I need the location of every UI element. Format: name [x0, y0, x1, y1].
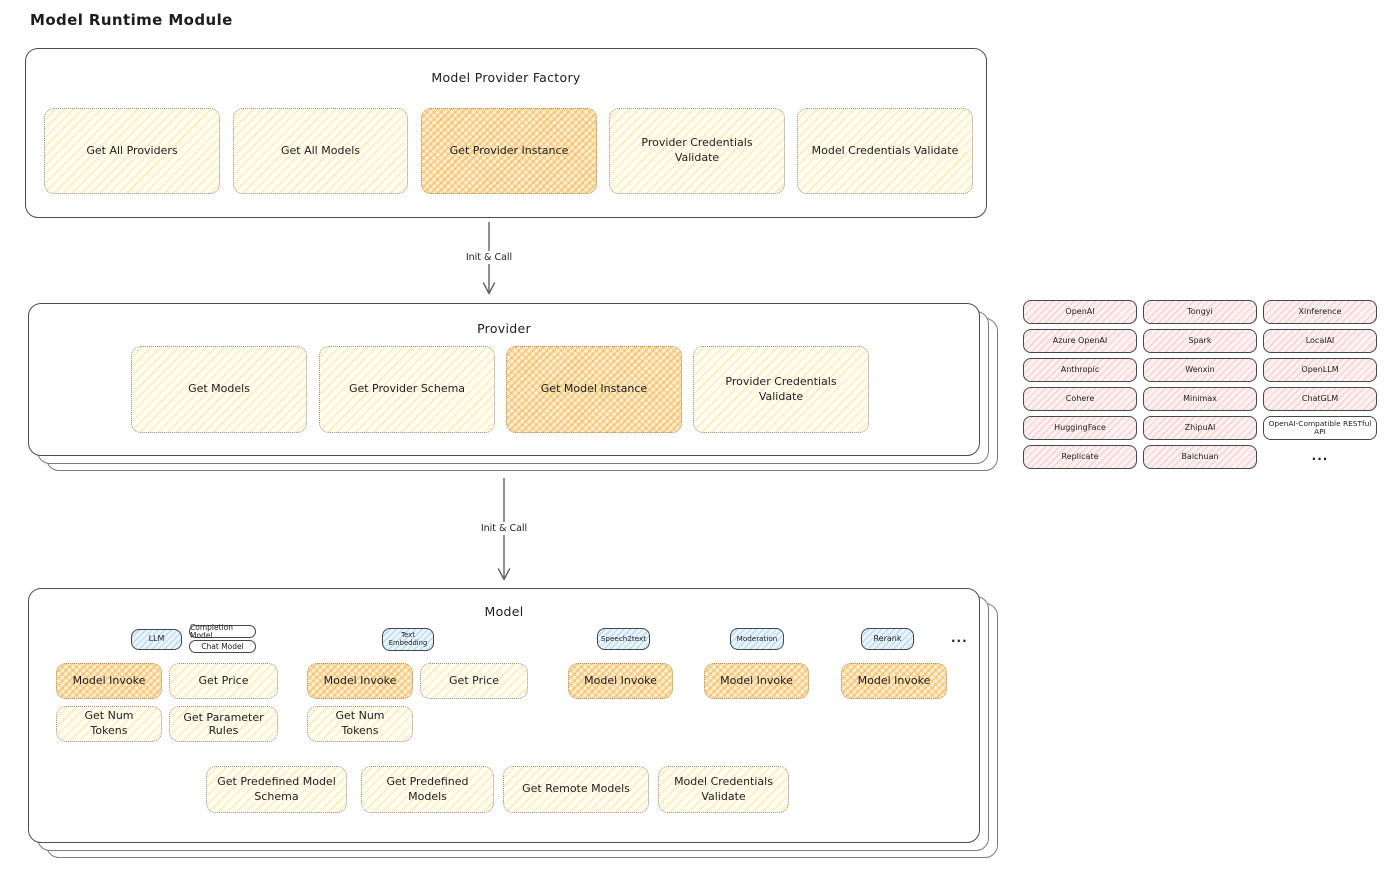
node-get-remote-models: Get Remote Models — [503, 766, 649, 813]
type-box-completion-model: Completion Model — [189, 624, 256, 639]
model-stack: Model LLM Completion Model Chat Model Te… — [28, 588, 998, 858]
factory-title: Model Provider Factory — [431, 70, 581, 85]
node-model-credentials-validate-2: Model Credentials Validate — [658, 766, 789, 813]
provider-chip-anthropic: Anthropic — [1023, 358, 1137, 382]
provider-chip-openai: OpenAI — [1023, 300, 1137, 324]
provider-panel: Provider Get Models Get Provider Schema … — [28, 303, 980, 456]
node-get-all-providers: Get All Providers — [44, 108, 220, 194]
node-llm-model-invoke: Model Invoke — [56, 663, 162, 699]
provider-chip-openllm: OpenLLM — [1263, 358, 1377, 382]
node-provider-credentials-validate: Provider Credentials Validate — [609, 108, 785, 194]
node-speech2text-model-invoke: Model Invoke — [568, 663, 673, 699]
provider-chip-xinference: Xinference — [1263, 300, 1377, 324]
provider-list: OpenAI Tongyi Xinference Azure OpenAI Sp… — [1023, 300, 1377, 469]
node-llm-get-num-tokens: Get Num Tokens — [56, 706, 162, 742]
type-pill-llm: LLM — [131, 629, 182, 650]
model-panel: Model LLM Completion Model Chat Model Te… — [28, 588, 980, 843]
node-embedding-get-price: Get Price — [420, 663, 528, 699]
node-rerank-model-invoke: Model Invoke — [841, 663, 947, 699]
model-title: Model — [484, 604, 524, 619]
provider-chip-tongyi: Tongyi — [1143, 300, 1257, 324]
node-llm-get-price: Get Price — [169, 663, 278, 699]
node-get-model-instance: Get Model Instance — [506, 346, 682, 433]
node-embedding-model-invoke: Model Invoke — [307, 663, 413, 699]
type-pill-text-embedding: Text Embedding — [382, 628, 434, 651]
provider-chip-chatglm: ChatGLM — [1263, 387, 1377, 411]
provider-chip-azure-openai: Azure OpenAI — [1023, 329, 1137, 353]
provider-chip-baichuan: Baichuan — [1143, 445, 1257, 469]
provider-chip-localai: LocalAI — [1263, 329, 1377, 353]
node-provider-credentials-validate-2: Provider Credentials Validate — [693, 346, 869, 433]
provider-title: Provider — [477, 321, 531, 336]
node-get-predefined-model-schema: Get Predefined Model Schema — [206, 766, 347, 813]
provider-list-ellipsis: ... — [1311, 449, 1329, 464]
provider-chip-wenxin: Wenxin — [1143, 358, 1257, 382]
node-get-provider-instance: Get Provider Instance — [421, 108, 597, 194]
provider-chip-zhipuai: ZhipuAI — [1143, 416, 1257, 440]
provider-stack: Provider Get Models Get Provider Schema … — [28, 303, 998, 471]
node-get-models: Get Models — [131, 346, 307, 433]
provider-chip-huggingface: HuggingFace — [1023, 416, 1137, 440]
type-pill-moderation: Moderation — [730, 628, 784, 650]
factory-panel: Model Provider Factory Get All Providers… — [25, 48, 987, 218]
page-title: Model Runtime Module — [30, 11, 233, 29]
node-moderation-model-invoke: Model Invoke — [704, 663, 809, 699]
model-types-ellipsis: ... — [951, 631, 968, 645]
node-llm-get-parameter-rules: Get Parameter Rules — [169, 706, 278, 742]
arrow-label-init-call-1: Init & Call — [460, 251, 518, 264]
type-box-chat-model: Chat Model — [189, 640, 256, 653]
node-get-provider-schema: Get Provider Schema — [319, 346, 495, 433]
node-embedding-get-num-tokens: Get Num Tokens — [307, 706, 413, 742]
provider-chip-openai-compatible: OpenAI-Compatible RESTful API — [1263, 416, 1377, 440]
node-get-predefined-models: Get Predefined Models — [361, 766, 494, 813]
provider-chip-cohere: Cohere — [1023, 387, 1137, 411]
arrow-label-init-call-2: Init & Call — [475, 522, 533, 535]
node-get-all-models: Get All Models — [233, 108, 408, 194]
provider-chip-minimax: Minimax — [1143, 387, 1257, 411]
type-pill-rerank: Rerank — [861, 628, 914, 650]
provider-chip-spark: Spark — [1143, 329, 1257, 353]
type-pill-speech2text: Speech2text — [597, 628, 650, 650]
provider-chip-replicate: Replicate — [1023, 445, 1137, 469]
node-model-credentials-validate: Model Credentials Validate — [797, 108, 973, 194]
